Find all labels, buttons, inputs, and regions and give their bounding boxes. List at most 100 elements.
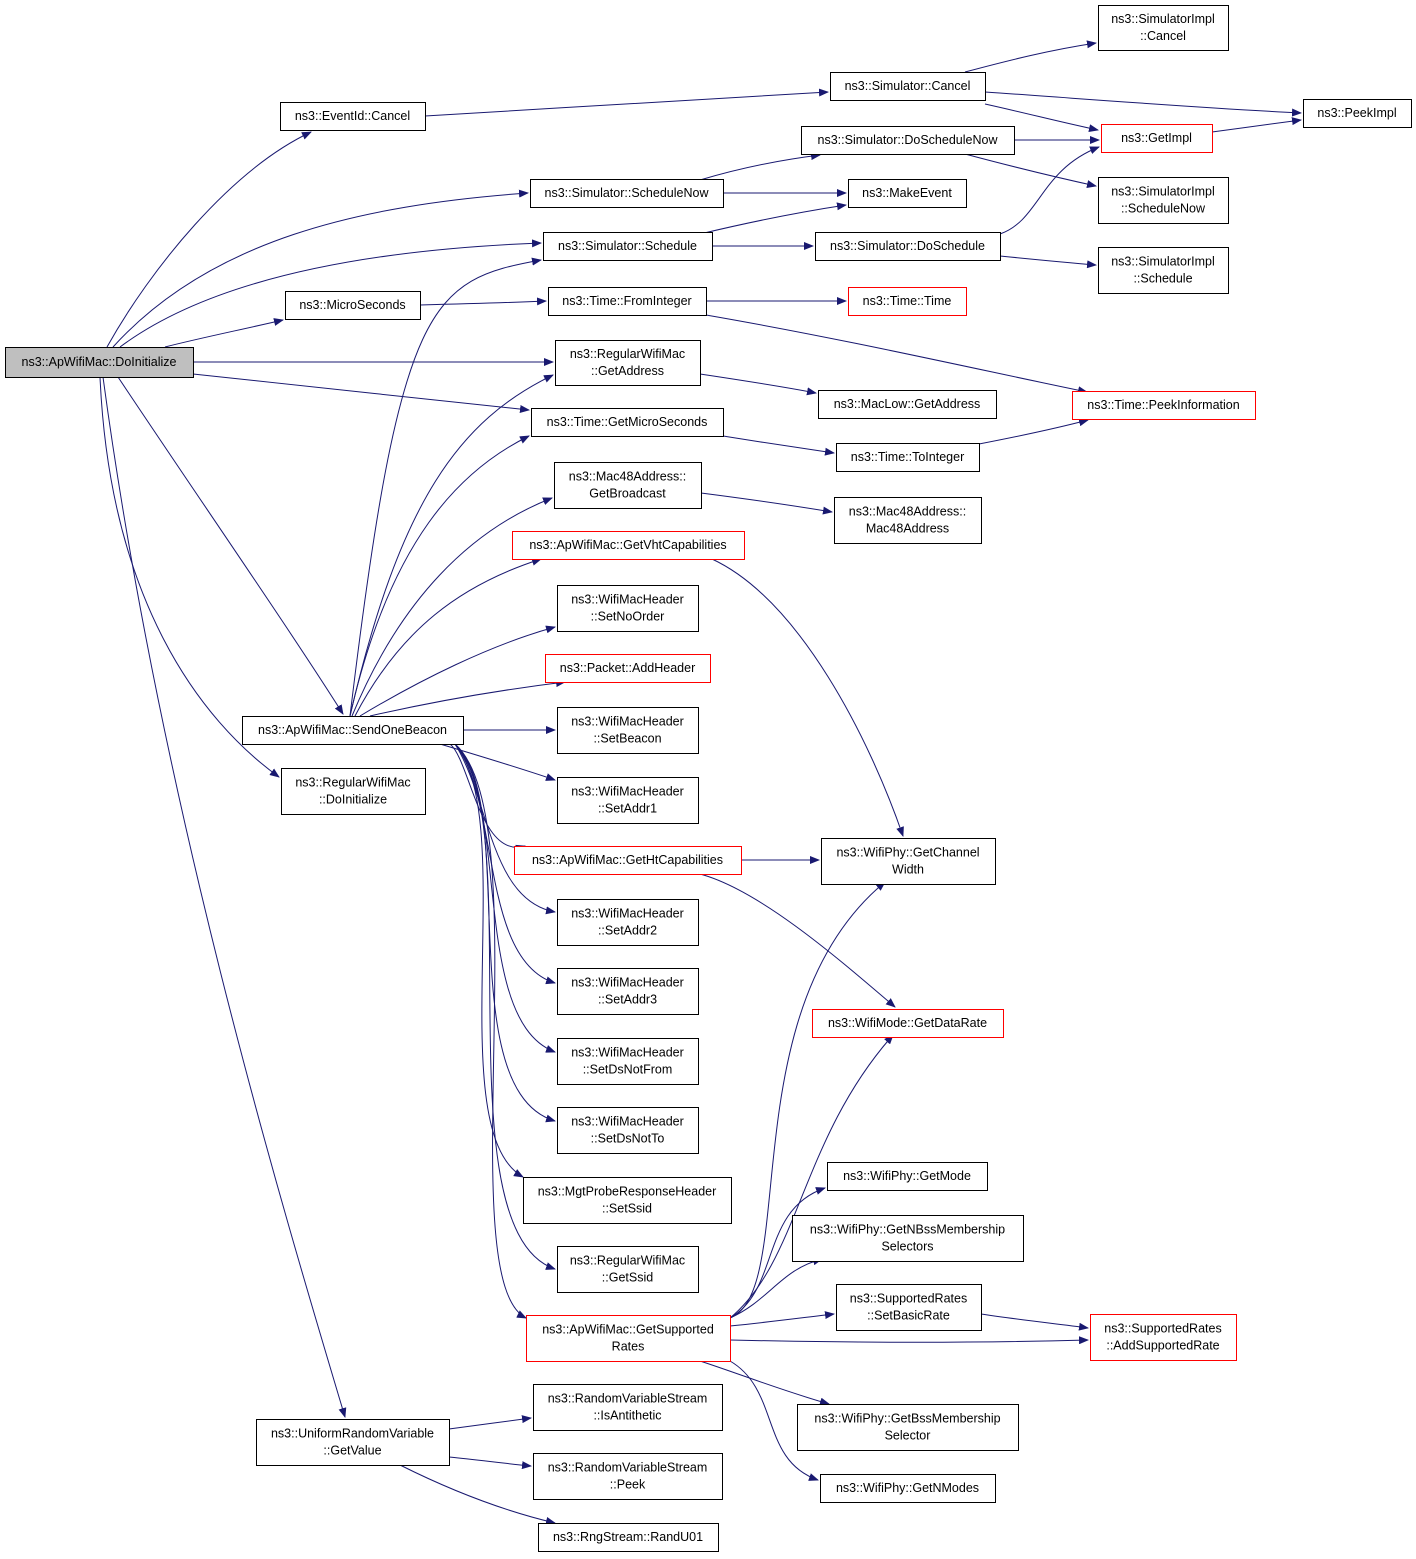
node-label: ns3::SimulatorImpl — [1111, 12, 1215, 26]
function-node-setssid[interactable]: ns3::MgtProbeResponseHeader::SetSsid — [523, 1177, 732, 1224]
call-edge — [964, 153, 1097, 188]
function-node-getdatarate[interactable]: ns3::WifiMode::GetDataRate — [812, 1009, 1004, 1038]
function-node-simimpl-cancel[interactable]: ns3::SimulatorImpl::Cancel — [1098, 5, 1229, 51]
function-node-setaddr1[interactable]: ns3::WifiMacHeader::SetAddr1 — [557, 777, 699, 824]
node-label: ::IsAntithetic — [593, 1409, 661, 1423]
function-node-time-tointeger[interactable]: ns3::Time::ToInteger — [836, 443, 980, 472]
node-label: ns3::WifiPhy::GetChannel — [836, 846, 979, 860]
node-label: ns3::MakeEvent — [862, 186, 952, 200]
node-label: ::ScheduleNow — [1121, 202, 1206, 216]
function-node-sim-doschedule[interactable]: ns3::Simulator::DoSchedule — [815, 232, 1001, 261]
function-node-eventid-cancel[interactable]: ns3::EventId::Cancel — [280, 102, 426, 131]
function-node-simimpl-schedule[interactable]: ns3::SimulatorImpl::Schedule — [1098, 247, 1229, 294]
node-label: ns3::Simulator::DoScheduleNow — [818, 133, 999, 147]
function-node-time-frominteger[interactable]: ns3::Time::FromInteger — [548, 287, 707, 316]
function-node-setbasicrate[interactable]: ns3::SupportedRates::SetBasicRate — [836, 1284, 982, 1331]
node-label: ::GetSsid — [602, 1271, 653, 1285]
function-node-mac48-mac48address[interactable]: ns3::Mac48Address::Mac48Address — [834, 497, 982, 544]
function-node-rvs-peek[interactable]: ns3::RandomVariableStream::Peek — [533, 1453, 723, 1500]
node-label: ::GetValue — [323, 1444, 381, 1458]
function-node-urv-getvalue[interactable]: ns3::UniformRandomVariable::GetValue — [256, 1419, 450, 1466]
function-node-rwm-doinitialize[interactable]: ns3::RegularWifiMac::DoInitialize — [281, 768, 426, 815]
function-node-time-time[interactable]: ns3::Time::Time — [848, 287, 967, 316]
function-node-addheader[interactable]: ns3::Packet::AddHeader — [545, 654, 711, 683]
node-label: ns3::GetImpl — [1121, 131, 1192, 145]
function-node-sim-schedule[interactable]: ns3::Simulator::Schedule — [543, 232, 713, 261]
node-label: ns3::MgtProbeResponseHeader — [538, 1185, 717, 1199]
function-node-gethtcap[interactable]: ns3::ApWifiMac::GetHtCapabilities — [514, 846, 742, 875]
node-label: Width — [892, 863, 924, 877]
node-box — [557, 585, 699, 632]
function-node-simimpl-schedulenow[interactable]: ns3::SimulatorImpl::ScheduleNow — [1098, 177, 1229, 224]
function-node-isantithetic[interactable]: ns3::RandomVariableStream::IsAntithetic — [533, 1384, 723, 1431]
call-edge — [349, 374, 554, 717]
function-node-time-getmicroseconds[interactable]: ns3::Time::GetMicroSeconds — [531, 408, 724, 437]
function-node-setdsnotfrom[interactable]: ns3::WifiMacHeader::SetDsNotFrom — [557, 1038, 699, 1085]
call-edge — [424, 88, 829, 117]
node-box — [812, 1009, 1004, 1038]
node-label: ns3::WifiPhy::GetNModes — [836, 1481, 979, 1495]
node-label: ns3::WifiPhy::GetNBssMembership — [810, 1223, 1005, 1237]
function-node-randu01[interactable]: ns3::RngStream::RandU01 — [538, 1523, 719, 1552]
function-node-setdsnotto[interactable]: ns3::WifiMacHeader::SetDsNotTo — [557, 1107, 699, 1154]
function-node-maclow-getaddress[interactable]: ns3::MacLow::GetAddress — [818, 390, 997, 419]
node-box — [836, 1284, 982, 1331]
node-box — [557, 1246, 699, 1293]
function-node-setnoorder[interactable]: ns3::WifiMacHeader::SetNoOrder — [557, 585, 699, 632]
function-node-sim-doschedulenow[interactable]: ns3::Simulator::DoScheduleNow — [801, 126, 1015, 155]
function-node-mac48-getbroadcast[interactable]: ns3::Mac48Address::GetBroadcast — [554, 462, 702, 509]
function-node-getmode[interactable]: ns3::WifiPhy::GetMode — [827, 1162, 988, 1191]
node-box — [514, 846, 742, 875]
node-label: ns3::WifiMacHeader — [571, 907, 684, 921]
call-edge — [119, 239, 542, 348]
node-box — [818, 390, 997, 419]
function-node-makeevent[interactable]: ns3::MakeEvent — [848, 179, 967, 208]
call-edge — [448, 1415, 532, 1430]
function-node-getvhtcap[interactable]: ns3::ApWifiMac::GetVhtCapabilities — [512, 531, 745, 560]
node-label: ns3::WifiMacHeader — [571, 1046, 684, 1060]
function-node-setbeacon[interactable]: ns3::WifiMacHeader::SetBeacon — [557, 707, 699, 754]
function-node-setaddr3[interactable]: ns3::WifiMacHeader::SetAddr3 — [557, 968, 699, 1015]
node-box — [281, 768, 426, 815]
function-node-getnmodes[interactable]: ns3::WifiPhy::GetNModes — [820, 1474, 996, 1503]
node-box — [557, 707, 699, 754]
function-node-root[interactable]: ns3::ApWifiMac::DoInitialize — [5, 347, 194, 378]
function-node-sendonebeacon[interactable]: ns3::ApWifiMac::SendOneBeacon — [242, 716, 464, 745]
node-label: ::AddSupportedRate — [1106, 1339, 1219, 1353]
function-node-peekimpl[interactable]: ns3::PeekImpl — [1303, 99, 1412, 128]
call-edge — [99, 376, 280, 778]
call-edge — [164, 318, 284, 348]
node-label: ns3::WifiMacHeader — [571, 593, 684, 607]
call-edge — [351, 497, 553, 717]
function-node-rwm-getaddress[interactable]: ns3::RegularWifiMac::GetAddress — [555, 340, 701, 386]
node-box — [548, 287, 707, 316]
function-node-time-peekinformation[interactable]: ns3::Time::PeekInformation — [1072, 391, 1256, 420]
node-label: ::Cancel — [1140, 29, 1186, 43]
node-box — [526, 1315, 731, 1362]
node-box — [1098, 5, 1229, 51]
function-node-sim-schedulenow[interactable]: ns3::Simulator::ScheduleNow — [530, 179, 724, 208]
function-node-setaddr2[interactable]: ns3::WifiMacHeader::SetAddr2 — [557, 899, 699, 946]
node-box — [543, 232, 713, 261]
function-node-sim-cancel[interactable]: ns3::Simulator::Cancel — [830, 72, 986, 101]
node-box — [557, 968, 699, 1015]
node-label: ns3::WifiMode::GetDataRate — [828, 1016, 987, 1030]
call-edge — [980, 1313, 1089, 1331]
node-box — [554, 462, 702, 509]
call-edge — [699, 202, 847, 235]
function-node-getimpl[interactable]: ns3::GetImpl — [1101, 124, 1213, 153]
node-label: ns3::ApWifiMac::GetHtCapabilities — [532, 853, 723, 867]
function-node-microseconds[interactable]: ns3::MicroSeconds — [285, 291, 421, 320]
node-label: Selector — [885, 1429, 931, 1443]
node-label: ::GetAddress — [591, 364, 664, 378]
call-edge — [419, 297, 547, 306]
function-node-addsupportedrate[interactable]: ns3::SupportedRates::AddSupportedRate — [1090, 1314, 1237, 1361]
function-node-rwm-getssid[interactable]: ns3::RegularWifiMac::GetSsid — [557, 1246, 699, 1293]
node-box — [801, 126, 1015, 155]
call-edge — [729, 1187, 826, 1319]
